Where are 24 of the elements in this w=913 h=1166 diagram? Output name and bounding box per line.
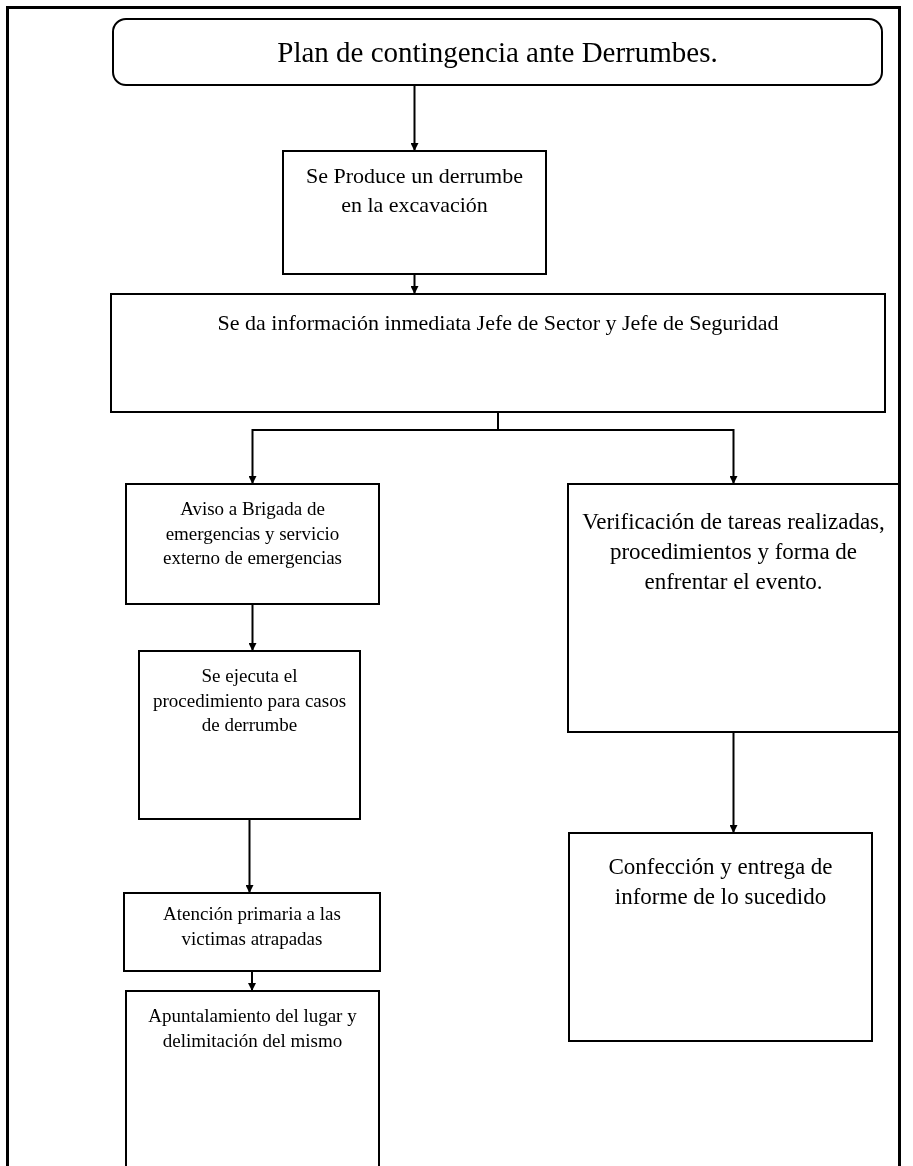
process-box [110, 293, 886, 413]
box-text: Se ejecuta el procedimiento para casos de derrumbe [151, 664, 348, 738]
process-box [125, 483, 380, 605]
arrow [729, 732, 738, 833]
arrow [410, 274, 419, 294]
arrow [497, 412, 738, 484]
arrow [245, 819, 254, 893]
arrow [410, 85, 419, 151]
arrow [248, 604, 257, 651]
box-text: Se Produce un derrumbe en la excavación [305, 162, 524, 219]
process-box [568, 832, 873, 1042]
box-text: Aviso a Brigada de emergencias y servicio externo de emergencias [162, 497, 343, 571]
box-text: Se da información inmediata Jefe de Sector y Jefe de Seguridad [217, 309, 779, 337]
process-box [123, 892, 381, 972]
process-box [567, 483, 900, 733]
process-box [125, 990, 380, 1166]
box-text: Confección y entrega de informe de lo sucedido [607, 853, 834, 911]
process-box [138, 650, 361, 820]
title-box: Plan de contingencia ante Derrumbes. [112, 18, 883, 86]
box-text: Atención primaria a las victimas atrapadas [162, 902, 342, 951]
box-text: Apuntalamiento del lugar y delimitación del mismo [147, 1004, 358, 1053]
box-text: Verificación de tareas realizadas, procedimientos y forma de enfrentar el evento. [581, 508, 886, 596]
process-box [282, 150, 547, 275]
arrow [248, 971, 256, 991]
